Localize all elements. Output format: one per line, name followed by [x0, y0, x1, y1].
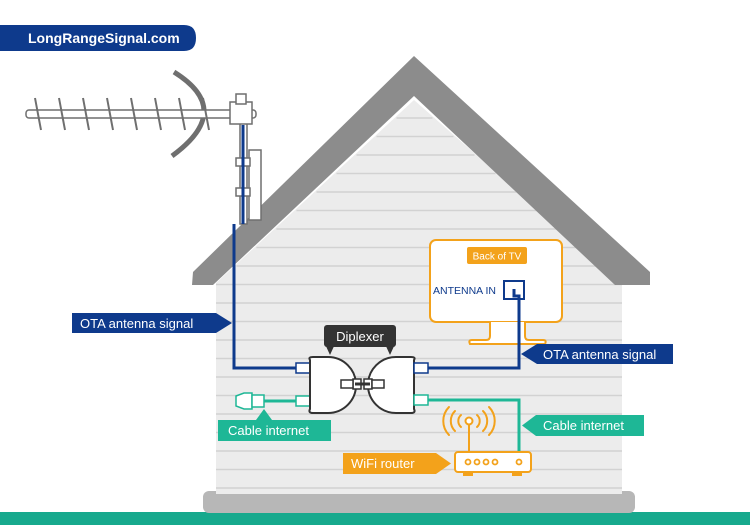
house-foundation: [203, 491, 635, 513]
tv-stand: [468, 322, 547, 345]
ota-cable-right: [424, 289, 521, 370]
house-roof: [192, 56, 650, 285]
diplexer-label: Diplexer: [336, 329, 384, 344]
back-of-tv-badge: [467, 247, 527, 264]
ota-left-label: OTA antenna signal: [80, 316, 193, 331]
cable-right-label: Cable internet: [543, 418, 624, 433]
callout-wifi-router: WiFi router: [343, 453, 451, 474]
yagi-element: [106, 97, 114, 131]
ota-right-label: OTA antenna signal: [543, 347, 656, 362]
back-of-tv-label: Back of TV: [473, 252, 522, 263]
yagi-element: [34, 97, 42, 131]
callout-ota-left: OTA antenna signal: [72, 313, 232, 333]
wifi-router-icon: [442, 406, 532, 476]
yagi-element: [130, 97, 138, 131]
yagi-element: [82, 97, 90, 131]
coax-plug-icon: [235, 392, 265, 410]
callout-cable-left: Cable internet: [218, 409, 331, 441]
yagi-element: [58, 97, 66, 131]
diplexer-right-connectors: [413, 362, 429, 406]
router-leds: [464, 458, 523, 466]
yagi-antenna-icon: [25, 69, 257, 159]
diplexer-icon: [295, 356, 429, 414]
yagi-element: [154, 97, 162, 131]
wifi-waves: [442, 406, 496, 436]
brand-text: LongRangeSignal.com: [28, 30, 180, 46]
callout-cable-right: Cable internet: [522, 415, 644, 436]
ground-strip: [0, 512, 750, 525]
brand-banner: LongRangeSignal.com: [0, 25, 196, 51]
tv-icon: Back of TV ANTENNA IN: [429, 239, 563, 345]
antenna-mast: [235, 111, 262, 225]
diplexer-jumper: [340, 378, 385, 390]
wifi-router-label: WiFi router: [351, 456, 415, 471]
cable-left-label: Cable internet: [228, 423, 309, 438]
yagi-element: [178, 97, 186, 131]
callout-diplexer: Diplexer: [324, 325, 396, 355]
antenna-in-label: ANTENNA IN: [433, 285, 496, 297]
yagi-element: [202, 97, 210, 131]
ota-cable-left: [232, 125, 302, 370]
callout-ota-right: OTA antenna signal: [521, 344, 673, 364]
